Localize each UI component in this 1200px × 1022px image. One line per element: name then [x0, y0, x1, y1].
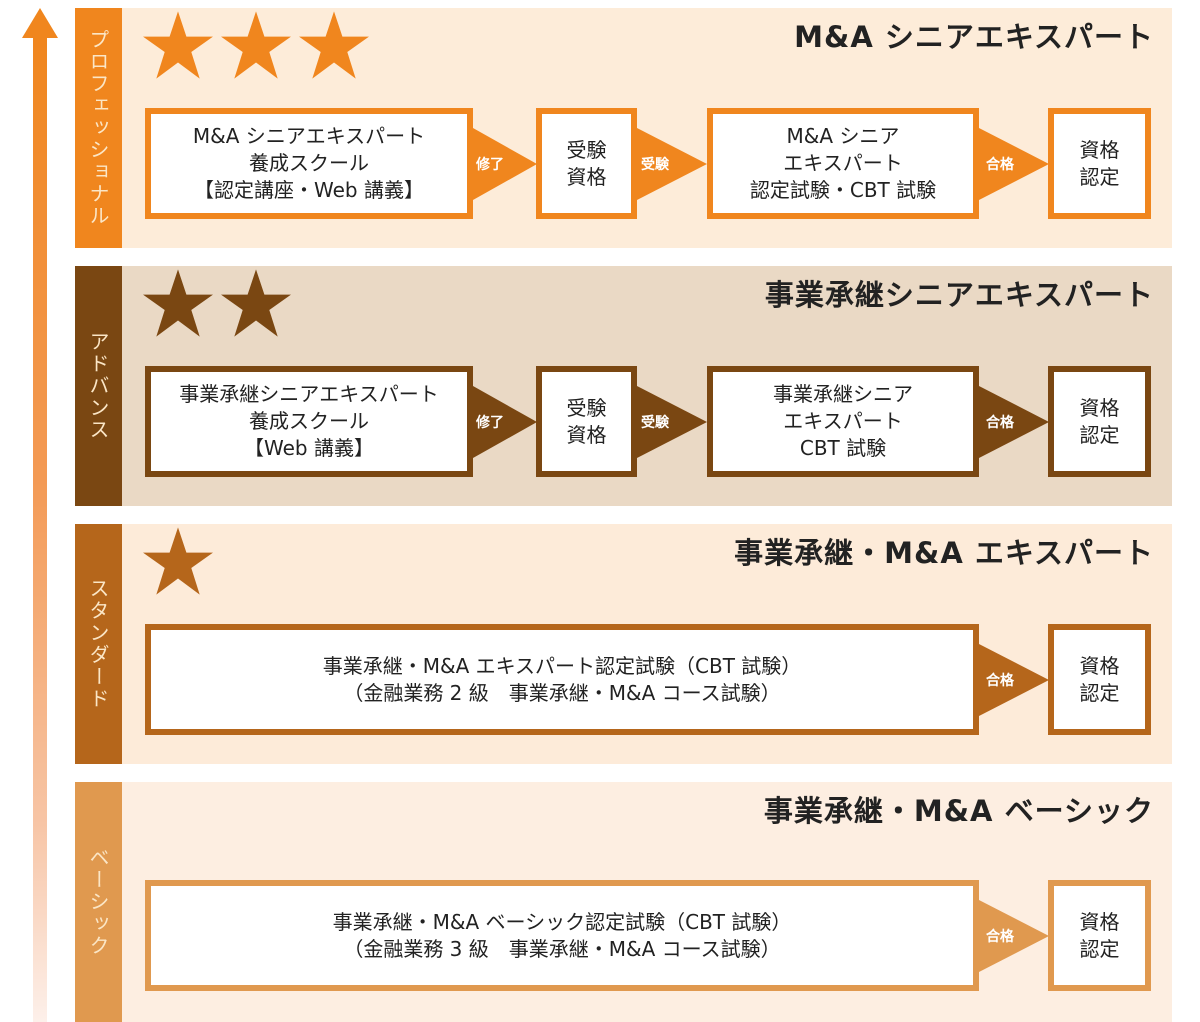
star-rating — [143, 526, 213, 596]
tier-title: 事業承継・M&A ベーシック — [763, 794, 1154, 828]
connector-label: 合格 — [986, 157, 1014, 173]
tier-basic: ベーシック 事業承継・M&A ベーシック 事業承継・M&A ベーシック認定試験（… — [75, 782, 1172, 1022]
exam-line: エキスパート — [783, 151, 903, 175]
exam-box: M&A シニア エキスパート 認定試験・CBT 試験 — [707, 108, 979, 219]
tier-advanced: アドバンス 事業承継シニアエキスパート 事業承継シニアエキスパート 養成スクール… — [75, 266, 1172, 506]
connector-label: 受験 — [641, 415, 669, 431]
level-label-bar: プロフェッショナル — [75, 8, 122, 248]
arrow-right-icon — [637, 386, 707, 458]
exam-line: （金融業務 3 級 事業承継・M&A コース試験） — [343, 936, 781, 961]
star-icon — [143, 11, 213, 79]
course-line: 【認定講座・Web 講義】 — [194, 178, 424, 202]
certification-box: 資格 認定 — [1048, 108, 1151, 219]
level-label: アドバンス — [86, 331, 110, 441]
tier-title: 事業承継・M&A エキスパート — [734, 536, 1154, 570]
result-line: 認定 — [1079, 422, 1120, 447]
arrow-up-icon — [22, 8, 58, 38]
arrow-right-icon — [979, 128, 1049, 200]
exam-line: エキスパート — [783, 409, 903, 433]
exam-box: 事業承継・M&A ベーシック認定試験（CBT 試験） （金融業務 3 級 事業承… — [145, 880, 979, 991]
eligibility-line: 受験 — [566, 395, 607, 420]
star-icon — [299, 11, 369, 79]
eligibility-line: 資格 — [566, 164, 607, 189]
star-rating — [143, 10, 369, 80]
exam-line: （金融業務 2 級 事業承継・M&A コース試験） — [343, 680, 781, 705]
exam-line: 認定試験・CBT 試験 — [749, 178, 937, 202]
level-label: スタンダード — [86, 578, 110, 710]
arrow-right-icon — [473, 386, 537, 458]
connector-label: 合格 — [986, 415, 1014, 431]
connector-label: 修了 — [476, 157, 504, 173]
connector-label: 合格 — [986, 673, 1014, 689]
certification-box: 資格 認定 — [1048, 624, 1151, 735]
star-icon — [143, 269, 213, 337]
connector-label: 受験 — [641, 157, 669, 173]
connector-label: 合格 — [986, 929, 1014, 945]
tier-title: 事業承継シニアエキスパート — [764, 278, 1154, 312]
course-line: 養成スクール — [249, 151, 369, 175]
eligibility-line: 受験 — [566, 137, 607, 162]
result-line: 認定 — [1079, 680, 1120, 705]
course-box: M&A シニアエキスパート 養成スクール 【認定講座・Web 講義】 — [145, 108, 473, 219]
tier-title: M&A シニアエキスパート — [794, 20, 1154, 54]
arrow-shaft — [33, 36, 47, 1022]
course-line: 事業承継シニアエキスパート — [179, 382, 439, 406]
result-line: 認定 — [1079, 164, 1120, 189]
course-line: 養成スクール — [249, 409, 369, 433]
level-label-bar: ベーシック — [75, 782, 122, 1022]
tier-professional: プロフェッショナル M&A シニアエキスパート M&A シニアエキスパート 養成… — [75, 8, 1172, 248]
arrow-right-icon — [473, 128, 537, 200]
result-line: 資格 — [1079, 653, 1120, 678]
arrow-right-icon — [637, 128, 707, 200]
star-icon — [221, 11, 291, 79]
level-label: プロフェッショナル — [86, 29, 110, 227]
tier-standard: スタンダード 事業承継・M&A エキスパート 事業承継・M&A エキスパート認定… — [75, 524, 1172, 764]
exam-line: 事業承継シニア — [773, 382, 913, 406]
eligibility-box: 受験 資格 — [536, 366, 637, 477]
result-line: 資格 — [1079, 137, 1120, 162]
exam-box: 事業承継シニア エキスパート CBT 試験 — [707, 366, 979, 477]
level-label-bar: スタンダード — [75, 524, 122, 764]
result-line: 認定 — [1079, 936, 1120, 961]
exam-line: 事業承継・M&A エキスパート認定試験（CBT 試験） — [322, 653, 802, 678]
arrow-right-icon — [979, 644, 1049, 716]
level-label: ベーシック — [86, 847, 110, 957]
star-icon — [221, 269, 291, 337]
arrow-right-icon — [979, 900, 1049, 972]
course-line: 【Web 講義】 — [244, 436, 374, 460]
exam-line: 事業承継・M&A ベーシック認定試験（CBT 試験） — [332, 909, 792, 934]
certification-box: 資格 認定 — [1048, 366, 1151, 477]
arrow-right-icon — [979, 386, 1049, 458]
connector-label: 修了 — [476, 415, 504, 431]
exam-box: 事業承継・M&A エキスパート認定試験（CBT 試験） （金融業務 2 級 事業… — [145, 624, 979, 735]
level-label-bar: アドバンス — [75, 266, 122, 506]
exam-line: M&A シニア — [786, 124, 900, 148]
course-line: M&A シニアエキスパート — [192, 124, 426, 148]
certification-box: 資格 認定 — [1048, 880, 1151, 991]
eligibility-line: 資格 — [566, 422, 607, 447]
course-box: 事業承継シニアエキスパート 養成スクール 【Web 講義】 — [145, 366, 473, 477]
result-line: 資格 — [1079, 395, 1120, 420]
eligibility-box: 受験 資格 — [536, 108, 637, 219]
exam-line: CBT 試験 — [799, 436, 887, 460]
result-line: 資格 — [1079, 909, 1120, 934]
star-rating — [143, 268, 291, 338]
star-icon — [143, 527, 213, 595]
